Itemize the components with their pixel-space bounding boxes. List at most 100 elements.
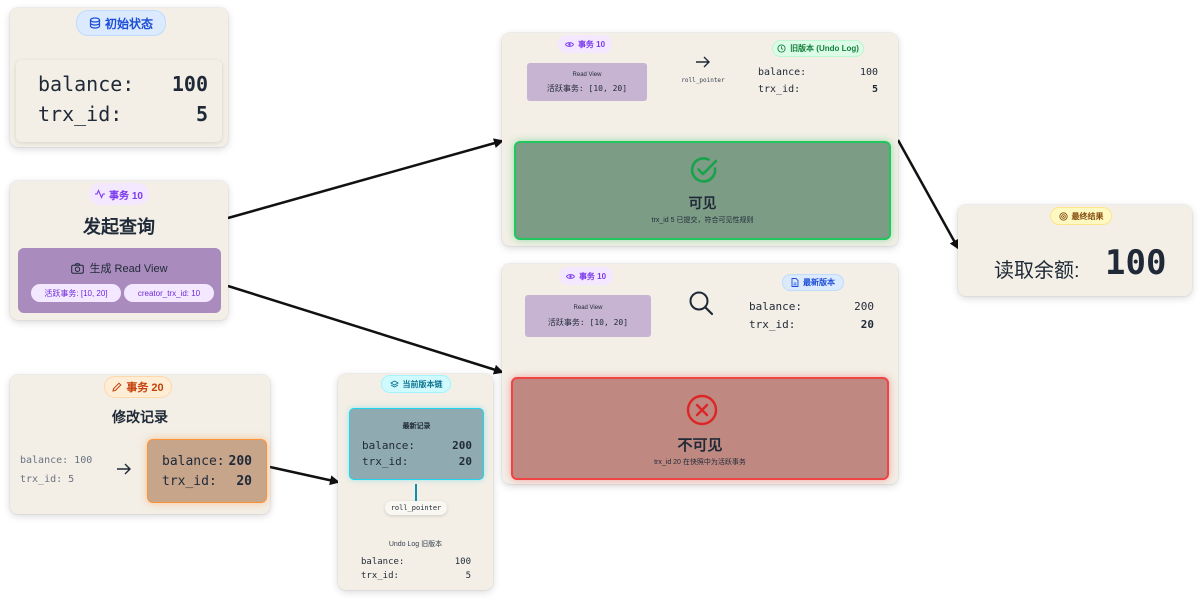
visible-panel: 事务 10 Read View 活跃事务: [10, 20] roll_poin… (502, 33, 898, 246)
eye-icon (565, 273, 575, 279)
invisible-trx-label: trx_id: (749, 318, 796, 331)
latest-version-tag-label: 最新版本 (803, 278, 835, 287)
invisible-balance-label: balance: (749, 300, 802, 313)
creator-trx-chip: creator_trx_id: 10 (124, 284, 214, 302)
invisible-tx-tag-label: 事务 10 (578, 271, 607, 281)
latest-trx-label: trx_id: (362, 455, 409, 468)
search-icon (689, 291, 714, 316)
visible-balance-value: 100 (859, 67, 878, 78)
initial-state-record: balance: 100 trx_id: 5 (16, 60, 222, 142)
query-tx-tag-label: 事务 10 (109, 190, 143, 202)
old-version-tag-label: 旧版本 (Undo Log) (790, 44, 859, 53)
modify-title: 修改记录 (112, 409, 168, 425)
initial-trx-label: trx_id: (38, 102, 123, 126)
invisible-result-title: 不可见 (677, 437, 723, 454)
visible-read-view: Read View 活跃事务: [10, 20] (527, 63, 647, 101)
chain-tag-label: 当前版本链 (402, 379, 443, 389)
activity-icon (95, 189, 106, 199)
modify-card: 事务 20 修改记录 balance: 100 trx_id: 5 balanc… (10, 375, 270, 514)
initial-state-tag-label: 初始状态 (104, 16, 153, 31)
creator-trx-label: creator_trx_id: 10 (137, 288, 201, 298)
undo-trx-value: 5 (465, 571, 471, 581)
eye-icon (564, 41, 574, 47)
initial-state-card: 初始状态 balance: 100 trx_id: 5 (10, 8, 228, 147)
arrow-right-icon (696, 56, 710, 68)
initial-trx-value: 5 (195, 102, 208, 126)
new-trx-label: trx_id: (162, 474, 217, 489)
latest-record-title: 最新记录 (402, 423, 431, 430)
latest-balance-value: 200 (452, 439, 472, 452)
final-tag-label: 最终结果 (1071, 211, 1104, 221)
visible-trx-label: trx_id: (758, 84, 801, 95)
history-icon (777, 44, 786, 53)
arrow-query-to-visible (227, 138, 504, 220)
visible-result-desc: trx_id 5 已提交，符合可见性规则 (651, 217, 754, 224)
modify-tx-tag: 事务 20 (104, 376, 172, 398)
invisible-trx-value: 20 (860, 318, 874, 331)
check-circle-icon (690, 157, 718, 183)
initial-state-tag: 初始状态 (76, 10, 166, 36)
invisible-result-desc: trx_id 20 在快照中为活跃事务 (654, 459, 746, 466)
final-tag: 最终结果 (1050, 207, 1112, 225)
initial-balance-label: balance: (38, 72, 135, 96)
undo-title: Undo Log 旧版本 (388, 541, 443, 548)
visible-trx-value: 5 (871, 84, 878, 95)
read-view-label: 生成 Read View (89, 263, 168, 275)
old-balance-text: balance: 100 (20, 455, 93, 466)
new-trx-value: 20 (236, 474, 252, 489)
visible-result-box: 可见 trx_id 5 已提交，符合可见性规则 (514, 141, 891, 240)
invisible-balance-value: 200 (854, 300, 874, 313)
chain-connector (415, 484, 417, 506)
arrow-right-icon (117, 463, 131, 475)
latest-record-box: 最新记录 balance: 200 trx_id: 20 (349, 408, 484, 480)
invisible-panel: 事务 10 Read View 活跃事务: [10, 20] 最新版本 bala… (502, 264, 898, 484)
visible-pointer-label: roll_pointer (681, 77, 725, 84)
active-trx-chip: 活跃事务: [10, 20] (31, 284, 121, 302)
final-read-label: 读取余额: (994, 260, 1080, 282)
invisible-rv-active: 活跃事务: [10, 20] (547, 318, 629, 327)
new-balance-value: 200 (228, 454, 252, 469)
arrow-query-to-invisible (227, 284, 504, 375)
undo-balance-value: 100 (454, 557, 471, 567)
latest-version-tag: 最新版本 (782, 274, 844, 291)
final-result-card: 最终结果 读取余额: 100 (958, 205, 1192, 296)
invisible-result-box: 不可见 trx_id 20 在快照中为活跃事务 (511, 377, 889, 480)
final-read-value: 100 (1105, 243, 1167, 283)
query-tx-tag: 事务 10 (89, 183, 149, 205)
visible-rv-active: 活跃事务: [10, 20] (546, 84, 628, 93)
query-title: 发起查询 (83, 217, 155, 237)
chain-pointer-label: roll_pointer (390, 504, 442, 512)
read-view-box: 生成 Read View 活跃事务: [10, 20] creator_trx_… (18, 248, 221, 313)
active-trx-label: 活跃事务: [10, 20] (44, 288, 108, 298)
modify-tx-tag-label: 事务 20 (126, 382, 164, 394)
undo-balance-label: balance: (361, 557, 405, 567)
pencil-icon (112, 382, 122, 392)
visible-balance-label: balance: (758, 67, 807, 78)
target-icon (1058, 211, 1068, 221)
visible-tx-tag-label: 事务 10 (577, 39, 606, 49)
latest-trx-value: 20 (458, 455, 472, 468)
undo-trx-label: trx_id: (361, 571, 399, 581)
arrow-modify-to-chain (269, 465, 340, 486)
visible-result-title: 可见 (688, 195, 717, 211)
invisible-read-view: Read View 活跃事务: [10, 20] (525, 295, 651, 337)
latest-balance-label: balance: (362, 439, 415, 452)
chain-pointer-chip: roll_pointer (385, 501, 447, 515)
visible-rv-title: Read View (572, 72, 602, 78)
database-icon (89, 17, 101, 29)
x-circle-icon (686, 394, 718, 426)
chain-tag: 当前版本链 (381, 375, 451, 393)
query-card: 事务 10 发起查询 生成 Read View 活跃事务: [10, 20] c… (10, 181, 228, 320)
layers-icon (389, 379, 399, 388)
old-version-tag: 旧版本 (Undo Log) (772, 40, 864, 57)
new-balance-label: balance: (162, 454, 225, 469)
camera-icon (71, 262, 85, 274)
document-icon (791, 278, 799, 287)
invisible-rv-title: Read View (573, 305, 603, 311)
version-chain-card: 当前版本链 最新记录 balance: 200 trx_id: 20 roll_… (338, 374, 493, 590)
visible-tx-tag: 事务 10 (558, 35, 612, 53)
new-record-box: balance: 200 trx_id: 20 (147, 439, 267, 503)
arrow-visible-to-final (896, 139, 960, 250)
old-trx-text: trx_id: 5 (20, 474, 75, 485)
